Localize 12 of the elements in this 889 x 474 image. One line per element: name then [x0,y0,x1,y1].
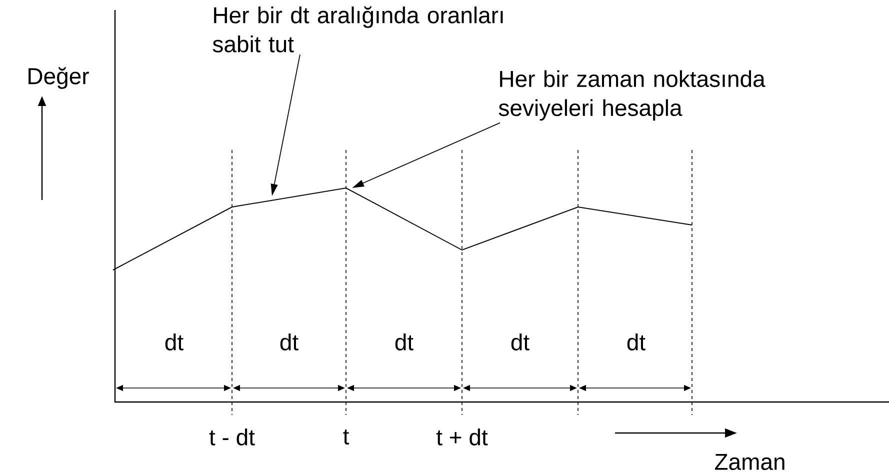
tick-label: t - dt [209,428,255,446]
interval-label: dt [395,334,414,350]
tick-label: t + dt [436,428,488,446]
interval-label: dt [280,334,298,350]
tick-label: t [343,429,350,445]
interval-label: dt [511,334,530,350]
interval-label: dt [627,334,646,350]
callout-text: Her bir zaman noktasında seviyeleri hesapla [498,70,766,121]
callout-text: Her bir dt aralığında oranları sabit tut [212,6,503,52]
interval-label: dt [165,334,184,350]
axis-label: Değer [28,67,89,89]
axis-label: Zaman [714,454,784,470]
